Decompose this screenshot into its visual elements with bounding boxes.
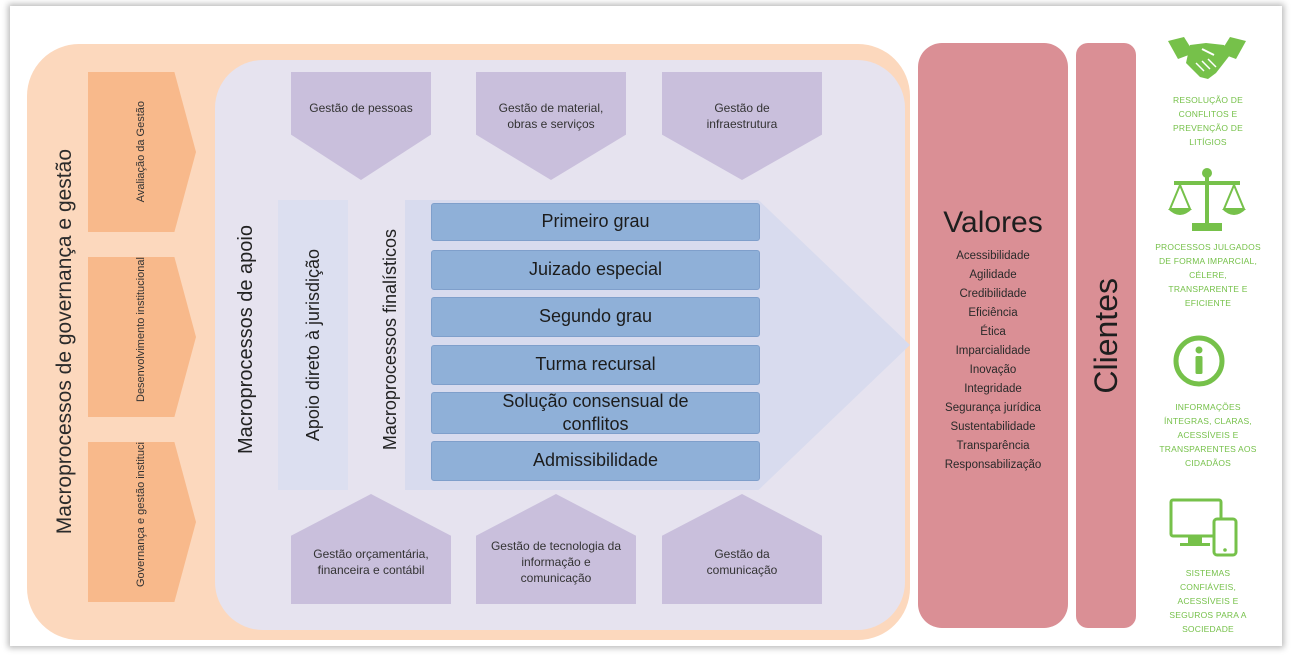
value-item: Ética <box>980 326 1006 338</box>
support-box-label: Gestão da comunicação <box>706 546 778 577</box>
info-icon <box>1173 335 1225 387</box>
chevron-label: Governança e gestão institucional <box>135 421 148 587</box>
outcome-label: Sistemas confiáveis, acessíveis e seguro… <box>1169 568 1247 634</box>
chevron-governanca-gestao: Governança e gestão institucional <box>88 442 196 602</box>
core-title: Macroprocessos finalísticos <box>370 195 410 485</box>
outcome-label: Informações íntegras, claras, acessíveis… <box>1159 402 1257 468</box>
core-item-label: Turma recursal <box>535 354 656 375</box>
core-item-label: Segundo grau <box>538 306 653 327</box>
values-list: Acessibilidade Agilidade Credibilidade E… <box>918 247 1068 475</box>
support-box-label: Gestão de tecnologia da informação e com… <box>490 538 622 586</box>
value-item: Segurança jurídica <box>945 402 1041 414</box>
value-item: Eficiência <box>968 307 1018 319</box>
core-item-segundo-grau: Segundo grau <box>431 297 760 337</box>
scales-icon <box>1168 168 1246 231</box>
clients-panel: Clientes <box>1076 43 1136 628</box>
support-box-label: Gestão de pessoas <box>309 101 413 115</box>
value-item: Responsabilização <box>944 459 1042 471</box>
core-item-primeiro-grau: Primeiro grau <box>431 203 760 241</box>
value-item: Inovação <box>969 364 1017 376</box>
clients-title: Clientes <box>1087 277 1124 394</box>
handshake-icon <box>1168 37 1246 79</box>
core-item-solucao-consensual: Solução consensual de conflitos <box>431 390 760 434</box>
values-title: Valores <box>943 206 1043 239</box>
value-item: Sustentabilidade <box>950 421 1036 433</box>
governance-title-text: Macroprocessos de governança e gestão <box>53 149 76 535</box>
support-title-text: Macroprocessos de apoio <box>234 225 257 455</box>
outcome-label: Processos julgados de forma imparcial, c… <box>1155 242 1261 308</box>
value-item: Imparcialidade <box>955 345 1031 357</box>
support-box-label: Gestão de infraestrutura <box>706 101 778 132</box>
core-item-label: Primeiro grau <box>541 211 650 232</box>
jurisdiction-support-box: Apoio direto à jurisdição <box>278 200 348 490</box>
support-box-label: Gestão orçamentária, financeira e contáb… <box>313 546 429 577</box>
value-item: Transparência <box>956 440 1030 452</box>
chevron-label: Avaliação da Gestão <box>135 101 148 203</box>
value-item: Credibilidade <box>959 288 1027 300</box>
values-panel <box>918 43 1068 628</box>
core-item-juizado-especial: Juizado especial <box>431 250 760 290</box>
support-title: Macroprocessos de apoio <box>228 200 264 480</box>
governance-title: Macroprocessos de governança e gestão <box>40 44 90 640</box>
core-title-text: Macroprocessos finalísticos <box>379 229 400 451</box>
chevron-label: Desenvolvimento institucional <box>135 257 148 402</box>
core-item-label: Admissibilidade <box>532 450 659 471</box>
core-item-admissibilidade: Admissibilidade <box>431 441 760 481</box>
value-item: Integridade <box>964 383 1022 395</box>
outcome-label: Resolução de conflitos e prevenção de li… <box>1173 95 1243 147</box>
core-item-label: Juizado especial <box>528 259 663 280</box>
core-item-label: Solução consensual de conflitos <box>502 390 689 434</box>
core-item-turma-recursal: Turma recursal <box>431 345 760 385</box>
jurisdiction-support-label: Apoio direto à jurisdição <box>302 248 323 442</box>
chevron-desenvolvimento-institucional: Desenvolvimento institucional <box>88 257 196 417</box>
devices-icon <box>1169 498 1238 557</box>
value-item: Agilidade <box>969 269 1017 281</box>
value-item: Acessibilidade <box>956 250 1030 262</box>
support-box-label: Gestão de material, obras e serviços <box>498 101 604 132</box>
chevron-avaliacao-gestao: Avaliação da Gestão <box>88 72 196 232</box>
